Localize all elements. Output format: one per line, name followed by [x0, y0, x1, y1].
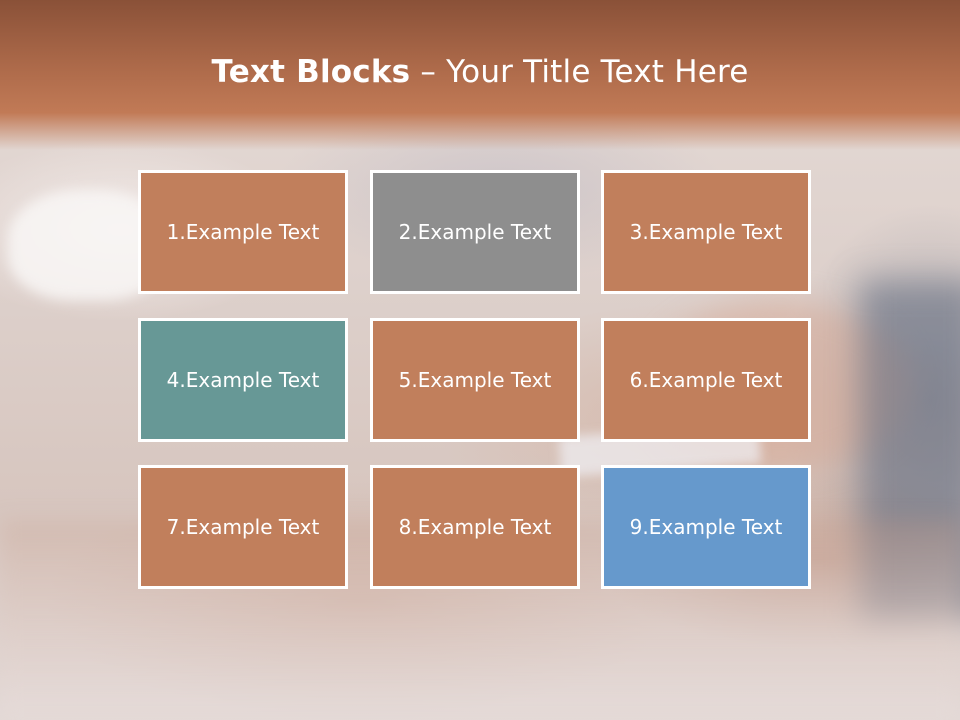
text-block-6[interactable]: 6.Example Text	[601, 318, 811, 442]
text-block-7[interactable]: 7.Example Text	[138, 465, 348, 589]
text-block-grid: 1.Example Text 2.Example Text 3.Example …	[138, 170, 816, 594]
text-block-8[interactable]: 8.Example Text	[370, 465, 580, 589]
text-block-label: 1.Example Text	[166, 220, 320, 244]
header-band	[0, 0, 960, 150]
text-block-label: 2.Example Text	[398, 220, 552, 244]
text-block-3[interactable]: 3.Example Text	[601, 170, 811, 294]
text-block-label: 5.Example Text	[398, 368, 552, 392]
text-block-label: 6.Example Text	[629, 368, 783, 392]
slide-title[interactable]: Text Blocks – Your Title Text Here	[0, 54, 960, 90]
title-rest-part: Your Title Text Here	[446, 54, 749, 90]
text-block-label: 4.Example Text	[166, 368, 320, 392]
text-block-label: 3.Example Text	[629, 220, 783, 244]
text-block-1[interactable]: 1.Example Text	[138, 170, 348, 294]
text-block-5[interactable]: 5.Example Text	[370, 318, 580, 442]
title-bold-part: Text Blocks	[211, 54, 411, 90]
text-block-2[interactable]: 2.Example Text	[370, 170, 580, 294]
text-block-label: 8.Example Text	[398, 515, 552, 539]
text-block-label: 9.Example Text	[629, 515, 783, 539]
text-block-4[interactable]: 4.Example Text	[138, 318, 348, 442]
text-block-label: 7.Example Text	[166, 515, 320, 539]
text-block-9[interactable]: 9.Example Text	[601, 465, 811, 589]
title-separator: –	[410, 54, 447, 90]
